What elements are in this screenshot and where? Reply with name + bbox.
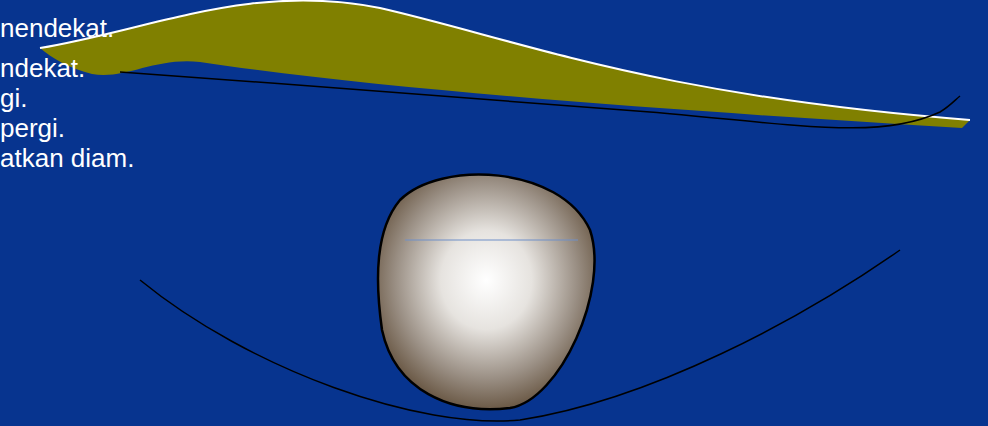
upper-eyelid xyxy=(40,0,970,128)
bullet-text: gi. xyxy=(0,83,27,113)
iris-line xyxy=(405,240,578,241)
bullet-text: pergi. xyxy=(0,113,65,143)
eye-upper-line xyxy=(120,72,960,128)
bullet-text: ndekat. xyxy=(0,53,85,83)
eyelid-highlight xyxy=(40,0,970,120)
bullet-text: nendekat. xyxy=(0,13,114,43)
iris xyxy=(378,175,595,410)
bullet-text: atkan diam. xyxy=(0,143,134,173)
